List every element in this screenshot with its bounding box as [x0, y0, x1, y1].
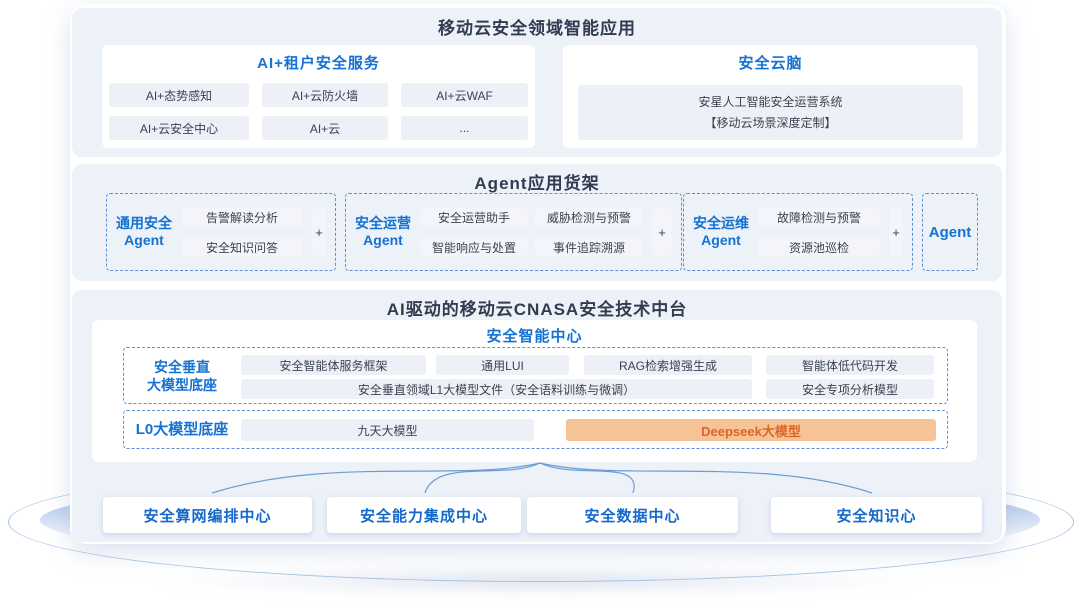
- agent-group-operations-label: 安全运营 Agent: [355, 215, 411, 249]
- deepseek-model-chip: Deepseek大模型: [566, 419, 936, 441]
- tenant-item: AI+云安全中心: [109, 116, 249, 140]
- decor-ellipse-shadow: [150, 568, 930, 594]
- center-capability-integration: 安全能力集成中心: [327, 497, 521, 533]
- l0-model-base: L0大模型底座 九天大模型 Deepseek大模型: [123, 410, 948, 449]
- security-cloud-brain-heading: 安全云脑: [738, 55, 803, 72]
- agent-group-generic: Agent: [922, 193, 978, 271]
- l0-model-base-label: L0大模型底座: [135, 420, 229, 438]
- agent-item: 告警解读分析: [181, 207, 303, 227]
- jiutian-model-chip: 九天大模型: [241, 419, 534, 441]
- tenant-items-grid: AI+态势感知 AI+云防火墙 AI+云WAF AI+云安全中心 AI+云 ..…: [109, 83, 528, 140]
- agent-group-general-label-cn: 通用安全: [116, 215, 172, 231]
- agent-group-general: 通用安全 Agent 告警解读分析 安全知识问答 +: [106, 193, 336, 271]
- agent-item: 故障检测与预警: [758, 207, 880, 227]
- vertical-model-item: 通用LUI: [436, 355, 569, 375]
- vertical-model-base-label: 安全垂直 大模型底座: [134, 348, 230, 403]
- agent-group-operations: 安全运营 Agent 安全运营助手 威胁检测与预警 智能响应与处置 事件追踪溯源…: [345, 193, 682, 271]
- security-cloud-brain-box: 安全云脑 安星人工智能安全运营系统 【移动云场景深度定制】: [563, 45, 978, 148]
- vertical-model-l1-file: 安全垂直领域L1大模型文件（安全语料训练与微调）: [241, 379, 752, 399]
- agent-group-general-items: 告警解读分析 安全知识问答: [181, 207, 303, 257]
- tenant-item: AI+态势感知: [109, 83, 249, 107]
- agent-item: 安全运营助手: [420, 207, 528, 227]
- section-apps: 移动云安全领域智能应用 AI+租户安全服务 AI+态势感知 AI+云防火墙 AI…: [72, 8, 1002, 157]
- agent-item: 安全知识问答: [181, 237, 303, 257]
- tenant-security-box: AI+租户安全服务 AI+态势感知 AI+云防火墙 AI+云WAF AI+云安全…: [102, 45, 535, 148]
- agent-group-maintenance-label-en: Agent: [701, 232, 741, 248]
- agent-group-maintenance-items: 故障检测与预警 资源池巡检: [758, 207, 880, 257]
- tenant-item: AI+云: [262, 116, 388, 140]
- tenant-item: AI+云防火墙: [262, 83, 388, 107]
- agent-group-maintenance-label: 安全运维 Agent: [693, 215, 749, 249]
- agent-group-operations-label-en: Agent: [363, 232, 403, 248]
- agent-item: 智能响应与处置: [420, 237, 528, 257]
- center-security-data: 安全数据中心: [527, 497, 738, 533]
- center-security-knowledge: 安全知识心: [771, 497, 982, 533]
- agent-group-maintenance: 安全运维 Agent 故障检测与预警 资源池巡检 +: [683, 193, 913, 271]
- plus-icon: +: [312, 207, 326, 257]
- anxing-system-line2: 【移动云场景深度定制】: [704, 116, 837, 130]
- vertical-model-item: 智能体低代码开发: [766, 355, 934, 375]
- agent-group-general-label-en: Agent: [124, 232, 164, 248]
- security-intelligence-center-box: 安全智能中心 安全垂直 大模型底座 安全智能体服务框架 通用LUI RAG检索增…: [92, 320, 977, 462]
- agent-group-generic-label: Agent: [928, 223, 972, 241]
- center-network-orchestration: 安全算网编排中心: [103, 497, 312, 533]
- platform-title: AI驱动的移动云CNASA安全技术中台: [386, 300, 688, 319]
- agent-group-maintenance-label-cn: 安全运维: [693, 215, 749, 231]
- agent-group-general-label: 通用安全 Agent: [116, 215, 172, 249]
- vertical-model-item: RAG检索增强生成: [584, 355, 752, 375]
- agent-item: 事件追踪溯源: [535, 237, 643, 257]
- vertical-model-item: 安全专项分析模型: [766, 379, 934, 399]
- vertical-model-base: 安全垂直 大模型底座 安全智能体服务框架 通用LUI RAG检索增强生成 智能体…: [123, 347, 948, 404]
- plus-icon: +: [652, 207, 672, 257]
- tenant-item: AI+云WAF: [401, 83, 528, 107]
- vertical-model-label-line1: 安全垂直: [154, 358, 210, 375]
- apps-title: 移动云安全领域智能应用: [438, 19, 636, 38]
- plus-icon: +: [889, 207, 903, 257]
- agent-group-operations-items: 安全运营助手 威胁检测与预警 智能响应与处置 事件追踪溯源: [420, 207, 643, 257]
- section-agents: Agent应用货架 通用安全 Agent 告警解读分析 安全知识问答 + 安全运…: [72, 164, 1002, 281]
- vertical-model-item: 安全智能体服务框架: [241, 355, 426, 375]
- vertical-model-label-line2: 大模型底座: [147, 376, 217, 393]
- agents-title: Agent应用货架: [474, 174, 600, 193]
- anxing-system-chip: 安星人工智能安全运营系统 【移动云场景深度定制】: [578, 85, 963, 140]
- section-platform: AI驱动的移动云CNASA安全技术中台 安全智能中心 安全垂直 大模型底座 安全…: [72, 290, 1002, 542]
- tenant-item-ellipsis: ...: [401, 116, 528, 140]
- tenant-security-heading: AI+租户安全服务: [257, 55, 380, 72]
- agent-group-operations-label-cn: 安全运营: [355, 215, 411, 231]
- anxing-system-line1: 安星人工智能安全运营系统: [698, 95, 843, 109]
- agent-item: 威胁检测与预警: [535, 207, 643, 227]
- agent-item: 资源池巡检: [758, 237, 880, 257]
- security-intelligence-center-heading: 安全智能中心: [486, 328, 583, 345]
